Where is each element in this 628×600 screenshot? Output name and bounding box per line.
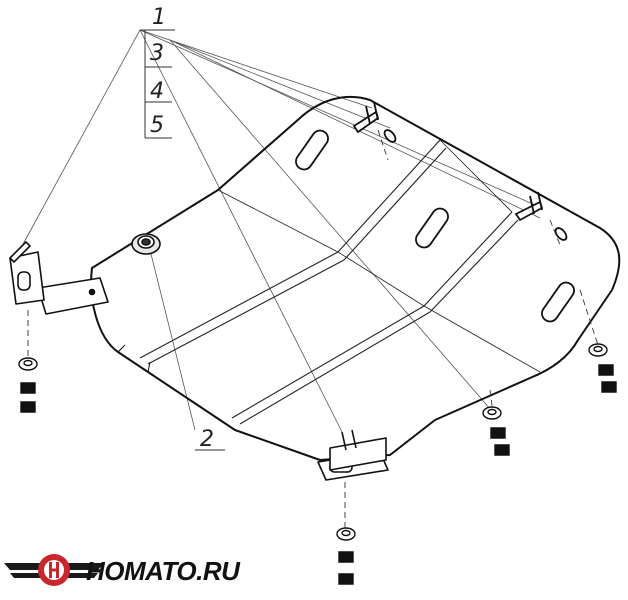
callout-2: 2 [200, 427, 214, 452]
fastener-bottom [336, 527, 356, 585]
bracket-left [9, 241, 109, 315]
leader-lines [21, 29, 541, 433]
callout-4: 4 [150, 79, 164, 104]
bracket-bottom [317, 429, 389, 481]
skid-plate [90, 95, 621, 461]
fastener-left [18, 357, 38, 413]
bolt-axes [27, 129, 599, 530]
brand-name: HOMATO.RU [86, 556, 241, 586]
brand-logo: HOMATO.RU [4, 554, 242, 586]
bend-lines [139, 139, 541, 425]
callout-3: 3 [150, 41, 164, 66]
brand-logo-mark [4, 554, 104, 586]
grommet [131, 233, 161, 255]
callout-labels: 1 3 4 5 2 [140, 5, 225, 452]
fastener-right [588, 343, 617, 393]
callout-1: 1 [152, 5, 166, 30]
callout-5: 5 [150, 113, 164, 138]
studs [352, 101, 544, 222]
fastener-center-right [482, 406, 510, 456]
